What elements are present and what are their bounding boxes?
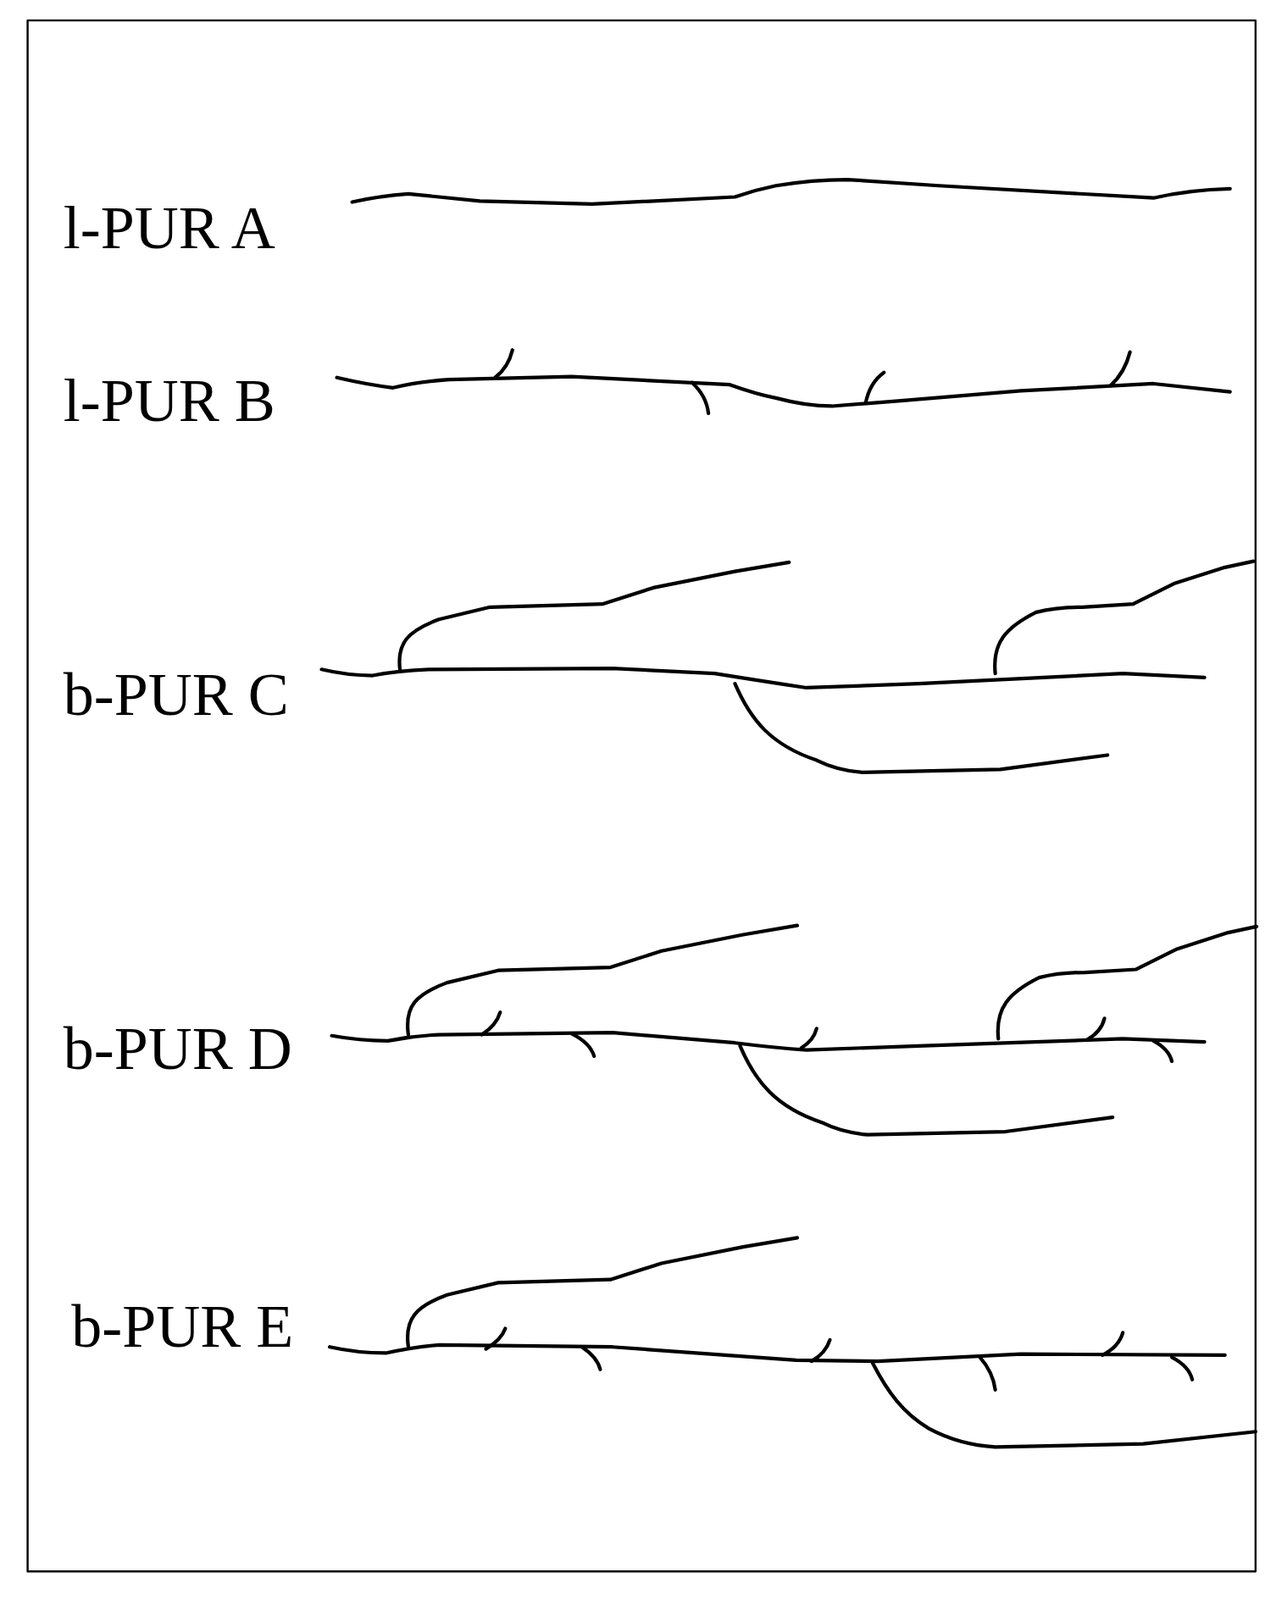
side-group [1087, 1018, 1105, 1040]
side-group [692, 382, 709, 414]
side-group [1110, 352, 1131, 387]
sample-label: b-PUR C [63, 664, 289, 726]
long-branch [734, 683, 1108, 773]
sample-label: l-PUR A [63, 197, 276, 259]
long-branch [994, 561, 1254, 675]
long-branch [399, 562, 789, 672]
side-group [485, 1329, 505, 1350]
long-branch [872, 1364, 1256, 1448]
side-group [801, 1028, 817, 1049]
side-group [1102, 1332, 1123, 1356]
side-group [494, 349, 512, 378]
side-group [1171, 1357, 1193, 1381]
side-group [482, 1012, 501, 1036]
side-group [582, 1347, 601, 1371]
side-group [571, 1033, 595, 1057]
polymer-chain [329, 1345, 1226, 1362]
sample-label: b-PUR D [63, 1018, 293, 1080]
side-group [1153, 1041, 1172, 1062]
sample-label: l-PUR B [63, 370, 276, 432]
polymer-chain [337, 377, 1231, 407]
polymer-chain [352, 179, 1231, 205]
polymer-chain [332, 1032, 1205, 1050]
side-group [865, 372, 885, 404]
long-branch [998, 926, 1257, 1040]
sample-label: b-PUR E [71, 1296, 294, 1358]
long-branch [407, 1237, 798, 1348]
polymer-chain [321, 668, 1205, 688]
side-group [811, 1340, 831, 1362]
frame [27, 20, 1256, 1572]
long-branch [739, 1046, 1113, 1136]
side-group [980, 1357, 996, 1391]
long-branch [407, 926, 798, 1036]
